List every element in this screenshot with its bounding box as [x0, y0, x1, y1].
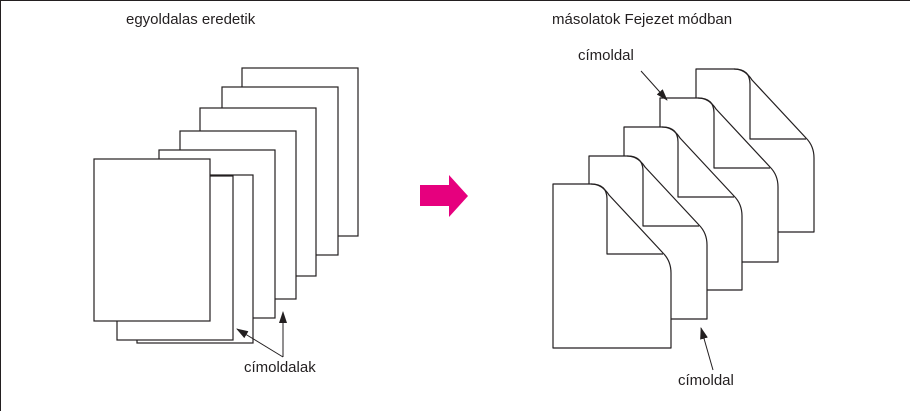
- cover-page-label-top: címoldal: [578, 47, 634, 64]
- process-arrow-icon: [420, 175, 468, 217]
- left-panel-title: egyoldalas eredetik: [126, 11, 256, 28]
- chapter-copies-stack: [552, 68, 815, 349]
- cover-pages-label: címoldalak: [244, 359, 316, 376]
- original-page: [93, 158, 211, 322]
- original-pages-stack: [93, 67, 359, 344]
- callout-arrows-right: [640, 70, 714, 371]
- cover-page-label-bottom: címoldal: [678, 372, 734, 389]
- callout-arrows-left: [236, 311, 287, 358]
- page-curl-folds: [590, 68, 806, 255]
- right-panel-title: másolatok Fejezet módban: [552, 11, 733, 28]
